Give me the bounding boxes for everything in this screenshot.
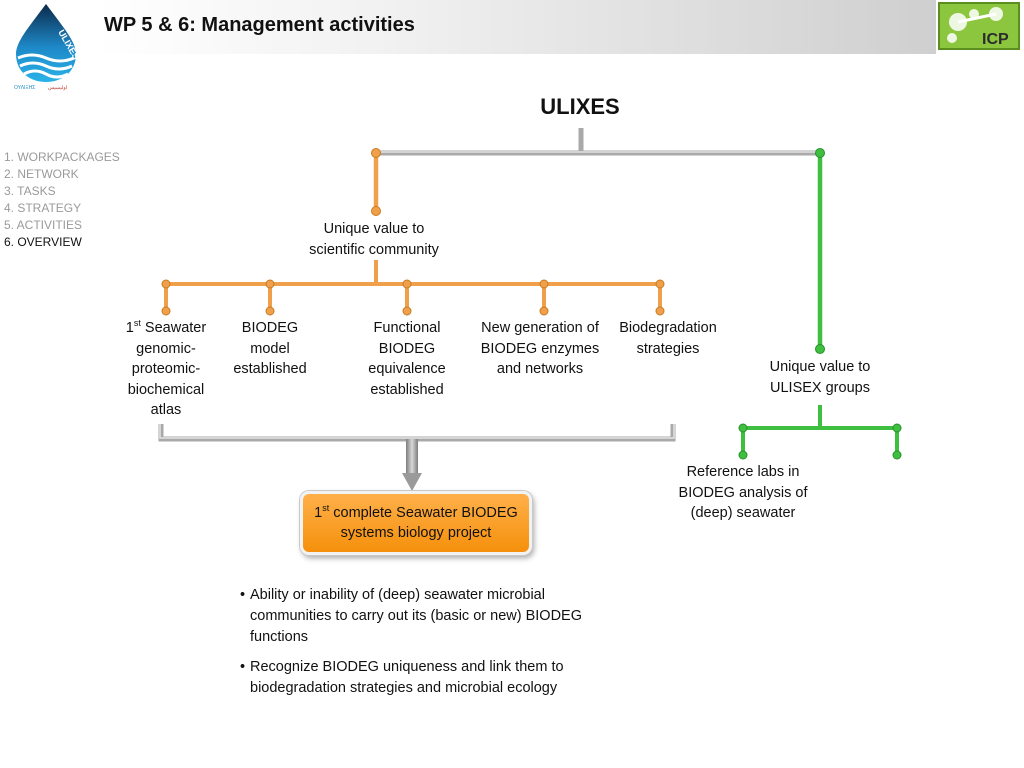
header-bar [96,0,936,54]
node-dot [655,306,665,316]
svg-text:ICP: ICP [982,31,1009,48]
groups-branch-label: Unique value to ULISEX groups [769,359,871,396]
nav-item-activities[interactable]: 5. ACTIVITIES [4,218,83,232]
nav-item-overview[interactable]: 6. OVERVIEW [4,235,82,249]
scientific-children-connector [164,260,662,311]
ulixes-logo: ULIXES ΟΥΛΙΞΗΣ اوليسيس [14,4,81,91]
root-node-label: ULIXES [540,94,620,119]
node-dot [815,344,825,354]
node-dot [738,423,748,433]
node-dot [161,279,171,289]
outcome-bracket [158,424,676,442]
node-dot [265,279,275,289]
outcome-arrow [402,439,422,491]
nav-item-tasks[interactable]: 3. TASKS [4,184,56,198]
nav-item-network[interactable]: 2. NETWORK [4,167,79,181]
node-dot [371,206,381,216]
scientific-branch-label: Unique value to scientific community [309,221,439,258]
bullet-dot-icon: • [240,659,246,675]
page-title: WP 5 & 6: Management activities [104,14,415,36]
node-dot [539,306,549,316]
nav-item-workpackages[interactable]: 1. WORKPACKAGES [4,150,120,164]
node-dot [815,148,825,158]
node-dot [402,279,412,289]
side-nav: 1. WORKPACKAGES 2. NETWORK 3. TASKS 4. S… [4,149,120,251]
node-dot [892,423,902,433]
child-biodegradation-strategies: Biodegradation strategies [619,320,717,357]
node-dot [655,279,665,289]
child-biodeg-model: BIODEG model established [233,320,307,377]
bullet-item: • Ability or inability of (deep) seawate… [240,587,582,645]
icp-logo: ICP [938,2,1020,50]
node-dot [402,306,412,316]
bullet-dot-icon: • [240,587,246,603]
node-dot [892,450,902,460]
child-functional-equivalence: Functional BIODEG equivalence establishe… [368,320,446,398]
root-connector [376,128,820,156]
svg-text:اوليسيس: اوليسيس [48,85,67,91]
node-dot [265,306,275,316]
nav-item-strategy[interactable]: 4. STRATEGY [4,201,82,215]
node-dot [161,306,171,316]
svg-text:ΟΥΛΙΞΗΣ: ΟΥΛΙΞΗΣ [14,85,35,91]
child-new-generation: New generation of BIODEG enzymes and net… [480,320,600,377]
child-reference-labs: Reference labs in BIODEG analysis of (de… [678,464,808,521]
bullet-list: • Ability or inability of (deep) seawate… [240,585,590,708]
node-dot [738,450,748,460]
child-seawater-atlas: 1st Seawater genomic- proteomic- biochem… [125,318,207,419]
node-dot [371,148,381,158]
groups-children-connector [741,405,899,455]
node-dot [539,279,549,289]
outcome-box: 1st complete Seawater BIODEG systems bio… [300,491,532,555]
bullet-item: • Recognize BIODEG uniqueness and link t… [240,659,564,696]
